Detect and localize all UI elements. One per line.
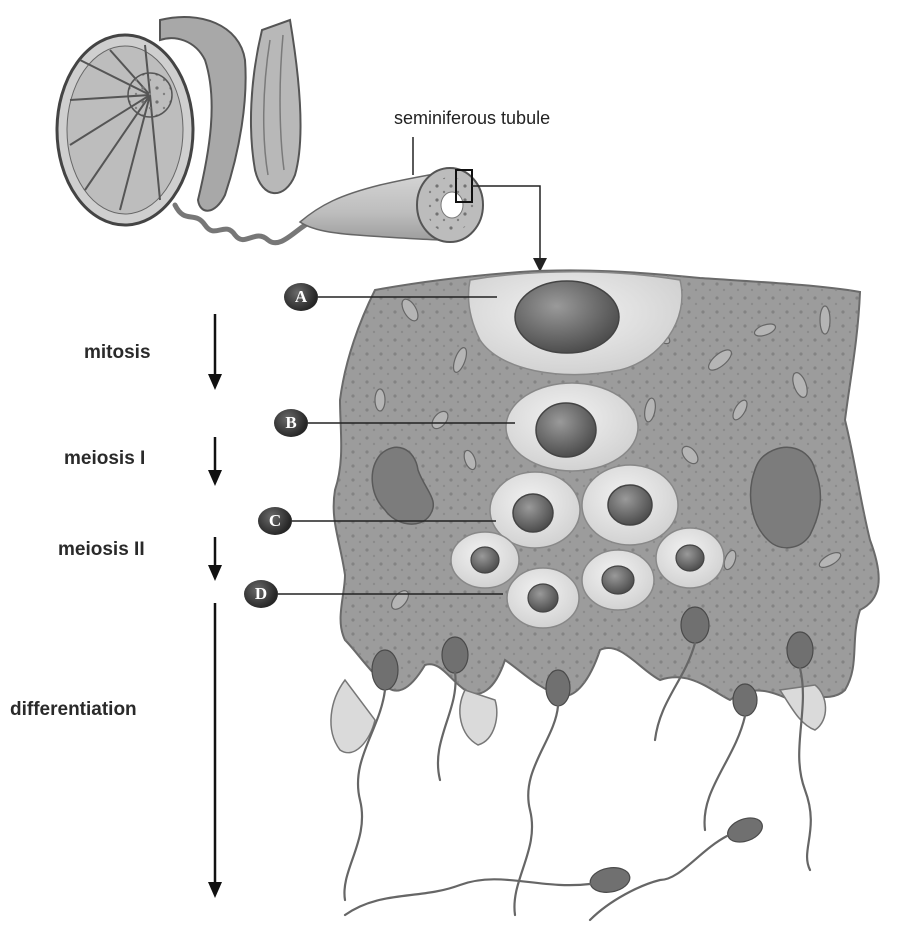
marker-a: A xyxy=(284,283,318,311)
marker-b: B xyxy=(274,409,308,437)
testis-illustration xyxy=(57,17,483,243)
sertoli-nucleus-right xyxy=(751,447,821,547)
vas-deferens xyxy=(175,205,310,243)
stage-label-mitosis: mitosis xyxy=(84,342,151,364)
tubule-wall-detail xyxy=(331,270,879,920)
spermatic-cord xyxy=(251,20,300,193)
cell-primary-spermatocyte xyxy=(506,383,638,471)
tubule-label: seminiferous tubule xyxy=(394,108,550,129)
stage-label-differentiation: differentiation xyxy=(10,699,137,721)
marker-c: C xyxy=(258,507,292,535)
stage-label-meiosis-2: meiosis II xyxy=(58,539,145,561)
stage-label-meiosis-1: meiosis I xyxy=(64,448,145,470)
stage-arrows xyxy=(208,314,222,898)
marker-d: D xyxy=(244,580,278,608)
